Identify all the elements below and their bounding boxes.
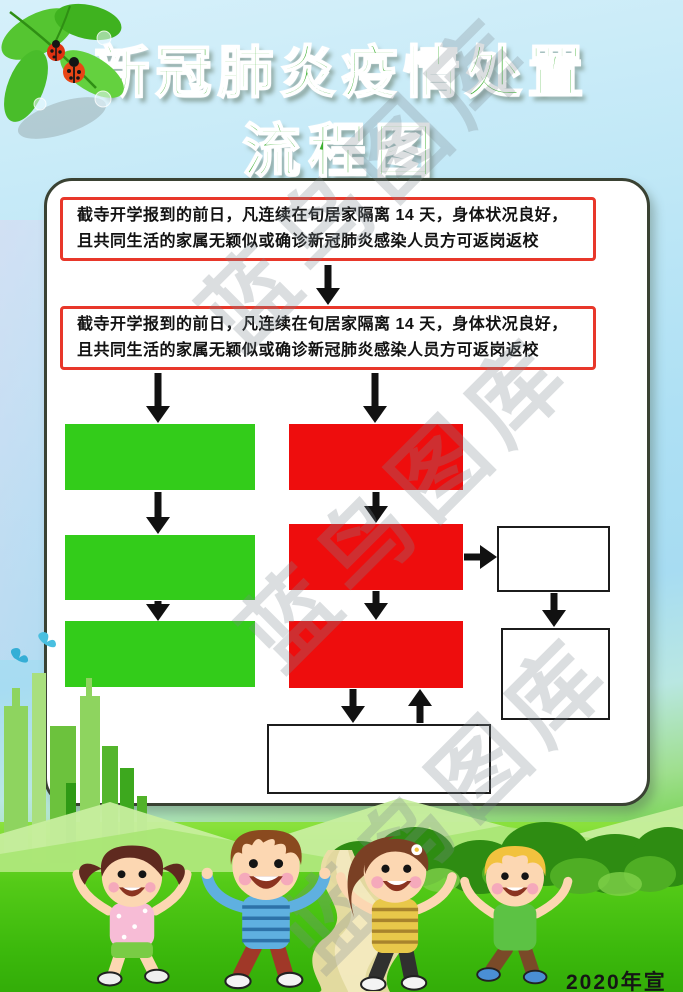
cartoon-boy-blue bbox=[201, 829, 331, 990]
poster-title-line1: 新冠肺炎疫情处置 bbox=[93, 40, 590, 105]
flow-box-red-2 bbox=[289, 524, 463, 590]
flow-box-white-1 bbox=[497, 526, 610, 592]
flowchart-panel: 截寺开学报到的前日，凡连续在旬居家隔离 14 天，身体状况良好，且共同生活的家属… bbox=[44, 178, 650, 806]
water-droplet-icon bbox=[33, 30, 112, 111]
flow-box-green-2 bbox=[65, 535, 255, 600]
flow-arrow-down bbox=[363, 492, 389, 523]
poster-title-line2: 流程图 bbox=[241, 118, 441, 185]
flow-arrow-down bbox=[145, 601, 171, 621]
year-label: 2020年宣 bbox=[566, 971, 667, 992]
flow-box-green-3 bbox=[65, 621, 255, 687]
cartoon-girl-pink bbox=[72, 845, 192, 987]
flow-arrow-down bbox=[541, 593, 567, 627]
butterfly-icon bbox=[10, 632, 56, 663]
notice-box-2-text: 截寺开学报到的前日，凡连续在旬居家隔离 14 天，身体状况良好，且共同生活的家属… bbox=[77, 315, 568, 359]
flow-box-white-2 bbox=[501, 628, 610, 720]
ladybug-icon bbox=[47, 40, 65, 61]
cartoon-girl-yellow bbox=[335, 836, 457, 991]
ladybug-icon bbox=[63, 57, 85, 83]
flow-arrow-down bbox=[362, 373, 388, 423]
leaf-ladybug-decoration bbox=[1, 3, 124, 139]
flow-box-red-3 bbox=[289, 621, 463, 688]
flow-arrow-down bbox=[315, 265, 341, 305]
notice-box-1-text: 截寺开学报到的前日，凡连续在旬居家隔离 14 天，身体状况良好，且共同生活的家属… bbox=[77, 206, 568, 250]
flow-box-red-1 bbox=[289, 424, 463, 490]
notice-box-2: 截寺开学报到的前日，凡连续在旬居家隔离 14 天，身体状况良好，且共同生活的家属… bbox=[60, 306, 596, 370]
flow-arrow-down bbox=[363, 591, 389, 620]
flow-arrow-down bbox=[145, 373, 171, 423]
cartoon-boy-green bbox=[460, 845, 573, 985]
flow-box-green-1 bbox=[65, 424, 255, 490]
notice-box-1: 截寺开学报到的前日，凡连续在旬居家隔离 14 天，身体状况良好，且共同生活的家属… bbox=[60, 197, 596, 261]
flow-arrow-right bbox=[464, 544, 497, 570]
flow-arrow-down bbox=[340, 689, 366, 723]
flow-box-white-bottom bbox=[267, 724, 491, 794]
flow-arrow-down bbox=[145, 492, 171, 534]
flow-arrow-up bbox=[407, 689, 433, 723]
